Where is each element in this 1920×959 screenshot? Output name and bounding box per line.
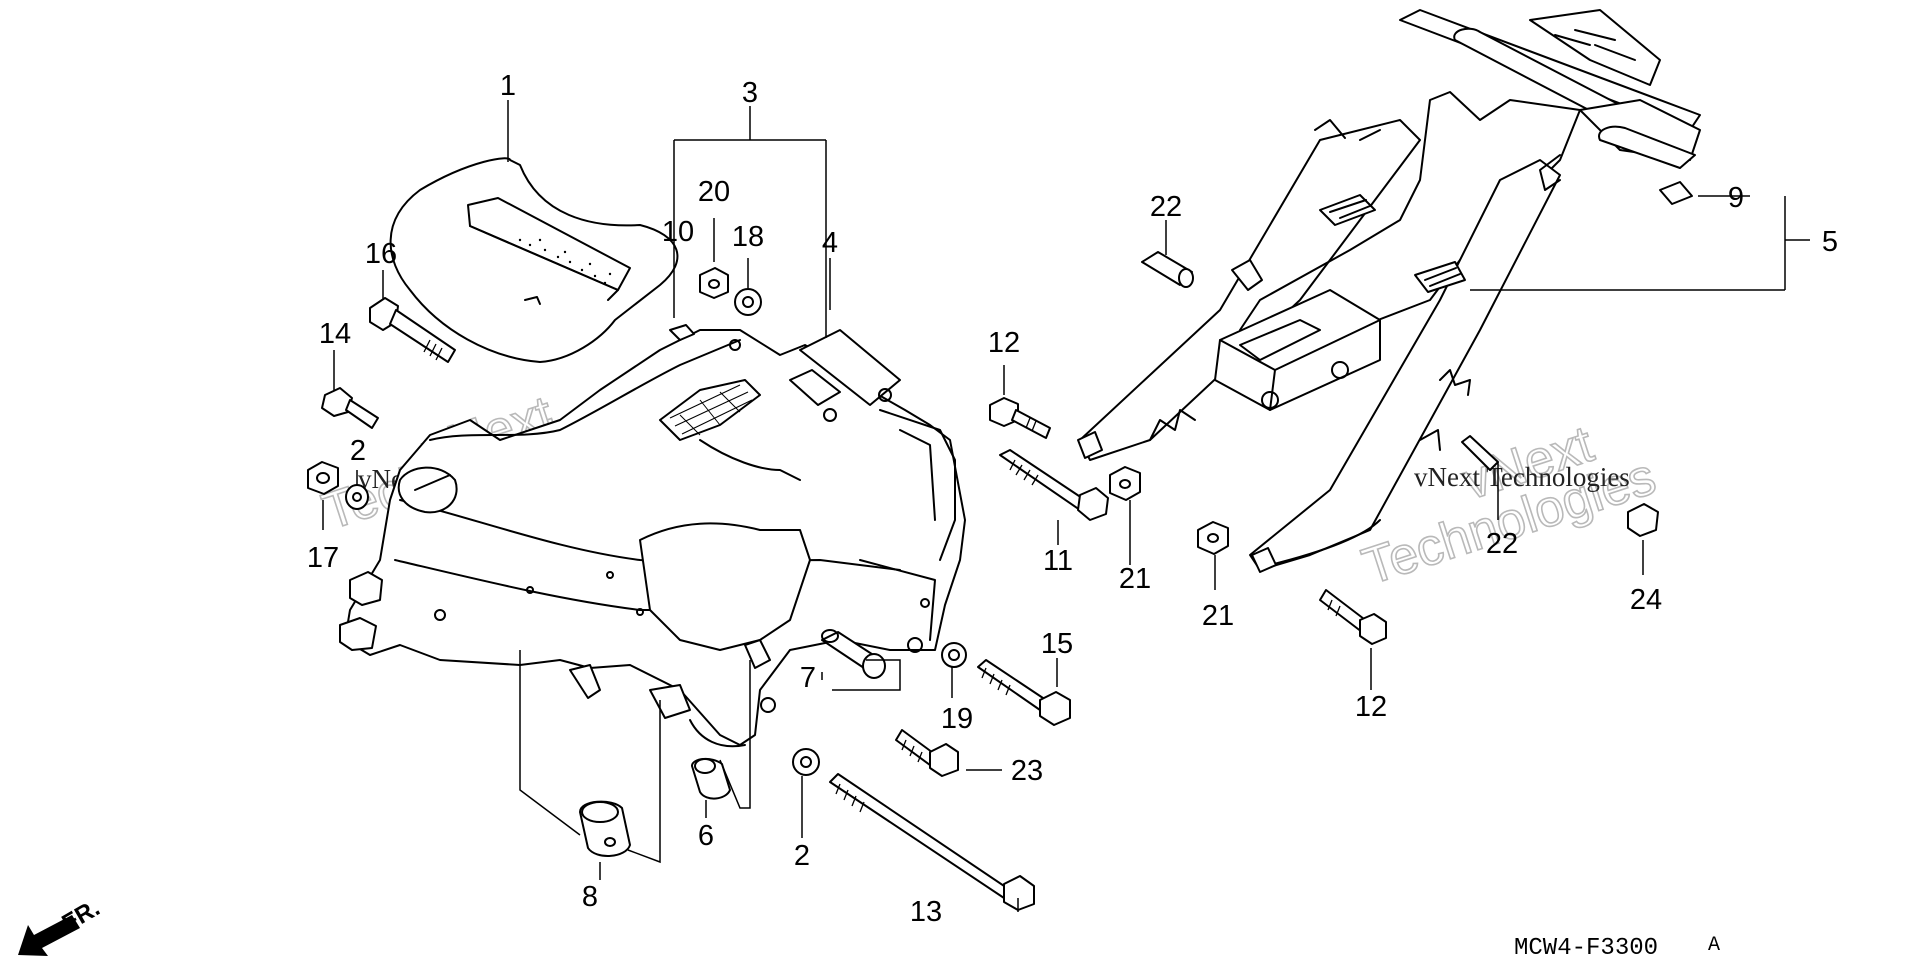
part-22-collar-top[interactable]: [1141, 251, 1194, 288]
callout-21-lower: 21: [1202, 600, 1234, 632]
callout-9: 9: [1728, 182, 1744, 214]
callout-22-top: 22: [1150, 191, 1182, 223]
part-17-nut[interactable]: [307, 461, 339, 495]
callout-23: 23: [1011, 755, 1043, 787]
callout-12-bottom: 12: [1355, 691, 1387, 723]
callout-2-top: 2: [350, 435, 366, 467]
callout-19: 19: [941, 703, 973, 735]
part-23-bolt[interactable]: [895, 729, 959, 777]
part-15-bolt[interactable]: [977, 659, 1071, 726]
callout-14: 14: [319, 318, 351, 350]
callout-5: 5: [1822, 226, 1838, 258]
part-21-nut-lower[interactable]: [1197, 521, 1229, 555]
callout-3: 3: [742, 77, 758, 109]
callout-2-bottom: 2: [794, 840, 810, 872]
part-16-bolt[interactable]: [369, 297, 456, 363]
part-21-nut-upper[interactable]: [1109, 466, 1141, 501]
callout-15: 15: [1041, 628, 1073, 660]
callout-18: 18: [732, 221, 764, 253]
part-13-long-bolt[interactable]: [829, 773, 1035, 911]
callout-7: 7: [800, 662, 816, 694]
part-2-washer-top[interactable]: [345, 484, 369, 510]
part-10-clip[interactable]: [669, 324, 695, 341]
callout-16: 16: [365, 238, 397, 270]
callout-24: 24: [1630, 584, 1662, 616]
callout-13: 13: [910, 896, 942, 928]
callout-21-upper: 21: [1119, 563, 1151, 595]
arrow-icon: [18, 915, 80, 956]
watermark-small-text-right: vNext Technologies: [1414, 462, 1630, 492]
callout-12-top: 12: [988, 327, 1020, 359]
callout-20: 20: [698, 176, 730, 208]
part-9-clip[interactable]: [1659, 181, 1693, 205]
callout-17: 17: [307, 542, 339, 574]
part-18-washer[interactable]: [734, 288, 762, 316]
part-11-bolt[interactable]: [999, 449, 1109, 521]
part-3-main-frame[interactable]: [339, 329, 966, 748]
callout-10: 10: [662, 216, 694, 248]
part-12-bolt-bottom[interactable]: [1319, 589, 1387, 645]
callout-1: 1: [500, 70, 516, 102]
part-19-washer[interactable]: [941, 642, 967, 668]
part-14-bolt[interactable]: [321, 387, 379, 429]
front-direction-indicator: FR.: [18, 894, 104, 956]
part-5-sub-frame[interactable]: [1077, 9, 1701, 573]
part-2-washer-bottom[interactable]: [792, 748, 820, 776]
callout-4: 4: [822, 227, 838, 259]
part-20-nut[interactable]: [699, 267, 729, 299]
part-1-cover[interactable]: [389, 157, 679, 363]
diagram-code: MCW4-F3300 A: [1514, 934, 1720, 959]
callout-22-right: 22: [1486, 528, 1518, 560]
part-12-bolt-top[interactable]: [989, 397, 1051, 439]
part-24-nut[interactable]: [1627, 503, 1659, 537]
leader-lines: [322, 100, 1810, 912]
diagram-code-text: MCW4-F3300: [1514, 935, 1658, 959]
callout-labels: 1 3 4 10 20 18 16 14 2 17 22 12 11 21 21…: [307, 70, 1838, 928]
callout-8: 8: [582, 881, 598, 913]
part-6-collar[interactable]: [691, 758, 731, 800]
part-8-rubber[interactable]: [579, 800, 631, 857]
callout-6: 6: [698, 820, 714, 852]
diagram-code-suffix: A: [1708, 934, 1720, 957]
callout-11: 11: [1043, 545, 1073, 577]
